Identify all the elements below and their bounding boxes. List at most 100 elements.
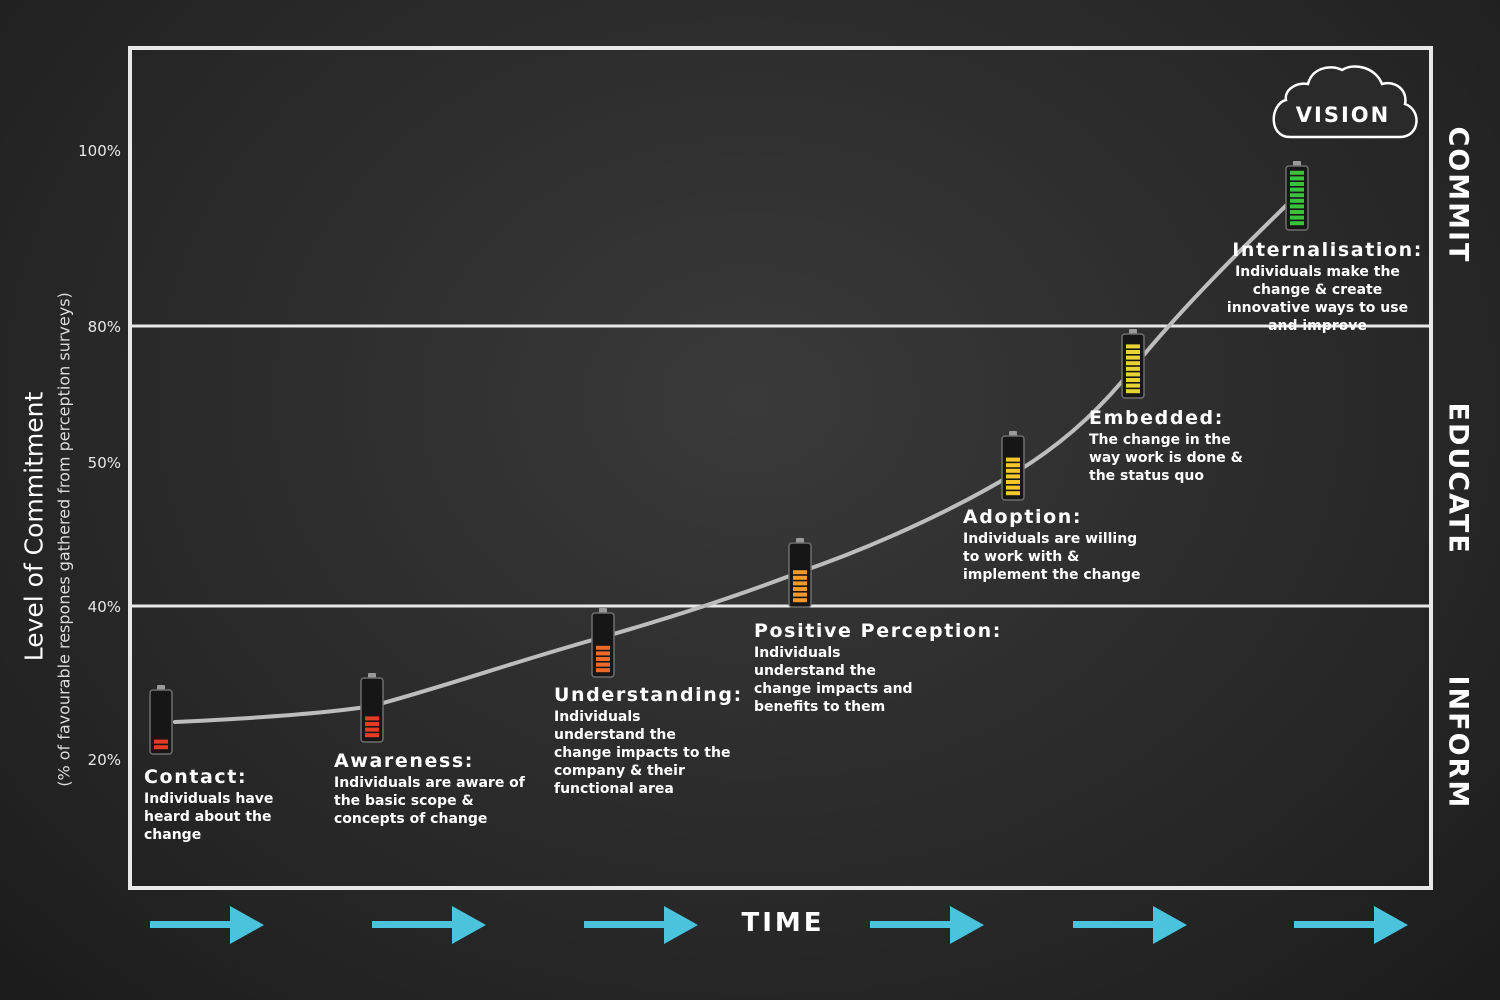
battery-charge-segment [1290,176,1304,181]
battery-icons [149,161,1309,755]
stage-description: Individuals are aware of the basic scope… [334,775,525,827]
battery-charge-segment [1126,361,1140,366]
battery-charge-segment [1006,491,1020,496]
zone-label-commit: COMMIT [1442,126,1474,264]
y-tick-50: 50% [87,454,121,472]
battery-charge-segment [1290,187,1304,192]
time-arrows [150,906,1408,944]
battery-charge-segment [1126,378,1140,382]
battery-icon-understanding [591,608,615,678]
battery-body [1001,435,1025,501]
stage-label-embedded: Embedded: The change in the way work is … [1089,407,1259,485]
battery-charge-segment [154,745,168,750]
stage-title: Positive Perception: [754,620,1002,642]
time-arrow [372,906,486,944]
battery-charge-segment [793,587,807,591]
time-arrow [1294,906,1408,944]
stage-title: Embedded: [1089,407,1224,429]
y-axis-title: Level of Commitment [19,391,49,662]
battery-charge-segment [1290,221,1304,226]
battery-charge-segment [1006,457,1020,462]
stage-title: Contact: [144,766,248,788]
x-axis-label-time: TIME [741,908,825,938]
battery-charge-segment [1006,480,1020,484]
battery-charge-segment [793,598,807,603]
time-arrow [1073,906,1187,944]
battery-charge-segment [1290,193,1304,198]
battery-icon-awareness [360,673,384,743]
battery-charge-segment [1126,366,1140,371]
battery-charge-segment [596,662,610,667]
stage-title: Understanding: [554,684,743,706]
time-arrow [584,906,698,944]
battery-charge-segment [793,592,807,597]
battery-charge-segment [365,727,379,732]
time-arrow [150,906,264,944]
battery-icon-embedded [1121,329,1145,399]
zone-label-inform: INFORM [1442,675,1474,810]
battery-charge-segment [365,716,379,721]
stage-description: Individuals have heard about the change [144,791,274,843]
battery-charge-segment [1126,355,1140,360]
battery-charge-segment [1006,474,1020,479]
battery-charge-segment [1126,350,1140,354]
stage-label-understanding: Understanding: Individuals understand th… [554,684,743,798]
stage-title: Awareness: [334,750,474,772]
battery-body [360,677,384,743]
zone-label-educate: EDUCATE [1442,402,1474,555]
battery-icon-adoption [1001,431,1025,501]
battery-body [1285,165,1309,231]
battery-charge-segment [1126,344,1140,349]
stage-description: Individuals make the change & create inn… [1226,264,1409,334]
battery-charge-segment [1006,463,1020,468]
frame-border [128,46,1433,890]
stage-description: Individuals are willing to work with & i… [963,531,1141,583]
battery-charge-segment [365,722,379,726]
stage-label-awareness: Awareness: Individuals are aware of the … [334,750,539,828]
battery-body [149,689,173,755]
y-tick-40: 40% [87,598,121,616]
battery-charge-segment [596,645,610,650]
battery-body [591,612,615,678]
battery-charge-segment [1006,468,1020,473]
y-tick-100: 100% [78,142,121,160]
battery-icon-positive-perception [788,538,812,608]
battery-charge-segment [1126,383,1140,388]
stage-label-adoption: Adoption: Individuals are willing to wor… [963,506,1148,584]
stage-description: Individuals understand the change impact… [754,645,913,715]
battery-body [788,542,812,608]
battery-charge-segment [793,581,807,586]
battery-charge-segment [793,575,807,580]
battery-charge-segment [1290,198,1304,203]
stage-label-positive-perception: Positive Perception: Individuals underst… [754,620,1002,716]
battery-icon-contact [149,685,173,755]
stage-label-contact: Contact: Individuals have heard about th… [144,766,324,844]
battery-charge-segment [154,739,168,744]
battery-icon-internalisation [1285,161,1309,231]
battery-charge-segment [596,651,610,656]
time-arrow [870,906,984,944]
battery-charge-segment [596,657,610,661]
stage-title: Internalisation: [1232,239,1423,261]
y-axis-subtitle: (% of favourable respones gathered from … [54,292,74,787]
battery-body [1121,333,1145,399]
battery-charge-segment [1006,485,1020,490]
stage-title: Adoption: [963,506,1083,528]
stage-description: The change in the way work is done & the… [1089,432,1243,484]
y-tick-20: 20% [87,751,121,769]
battery-charge-segment [1126,389,1140,394]
vision-cloud-icon: VISION [1272,65,1418,139]
battery-charge-segment [793,570,807,575]
battery-charge-segment [1290,170,1304,175]
battery-charge-segment [1290,182,1304,186]
battery-charge-segment [1290,215,1304,220]
y-tick-80: 80% [87,318,121,336]
battery-charge-segment [1290,210,1304,214]
battery-charge-segment [1126,372,1140,377]
battery-charge-segment [1290,204,1304,209]
stage-label-internalisation: Internalisation: Individuals make the ch… [1210,239,1425,335]
vision-label: VISION [1296,103,1390,127]
battery-charge-segment [365,733,379,738]
